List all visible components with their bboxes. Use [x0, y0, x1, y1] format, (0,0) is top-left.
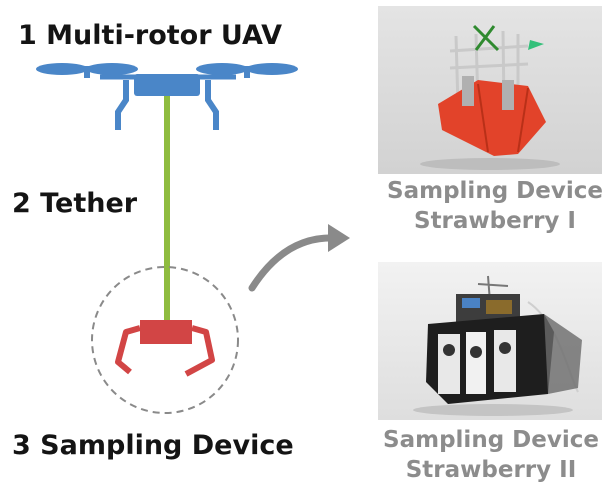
gripper-icon	[115, 320, 215, 377]
uav-label: 1 Multi-rotor UAV	[18, 20, 282, 51]
drone-icon	[36, 63, 298, 130]
caption-strawberry-two-line2: Strawberry II	[405, 457, 577, 483]
caption-strawberry-one: Sampling Device Strawberry I	[370, 176, 613, 236]
device-highlight-circle	[91, 266, 239, 414]
curved-arrow-icon	[248, 224, 350, 292]
caption-strawberry-two-line1: Sampling Device	[383, 427, 599, 453]
device-label: 3 Sampling Device	[12, 430, 294, 461]
caption-strawberry-one-line2: Strawberry I	[414, 208, 576, 234]
strawberry-one-photo	[378, 6, 602, 174]
tether-label: 2 Tether	[12, 188, 138, 219]
caption-strawberry-two: Sampling Device Strawberry II	[366, 425, 613, 485]
caption-strawberry-one-line1: Sampling Device	[387, 178, 603, 204]
strawberry-two-photo	[378, 262, 602, 420]
